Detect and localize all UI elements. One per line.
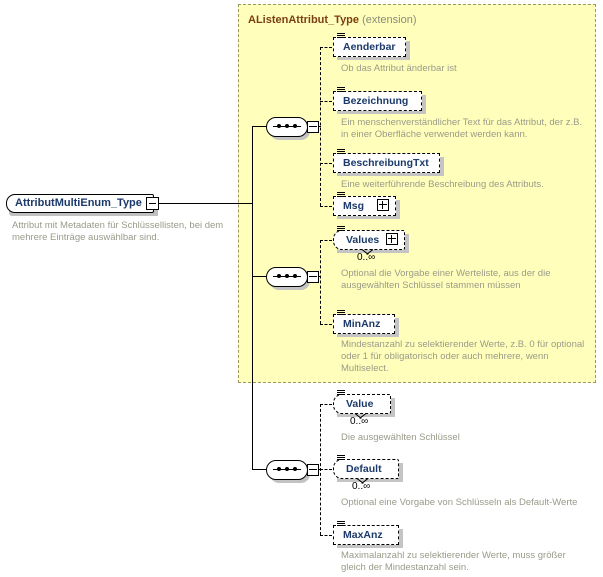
attribute-marker-icon (337, 521, 345, 528)
multiplicity-value: 0..∞ (350, 416, 369, 427)
element-body (333, 91, 422, 111)
compositor-dot (293, 124, 297, 128)
element-description-default: Optional eine Vorgabe von Schlüsseln als… (341, 497, 578, 508)
element-description-minanz: Mindestanzahl zu selektierender Werte, z… (341, 339, 585, 374)
root-node-label: AttributMultiEnum_Type (15, 197, 142, 209)
element-description-value: Die ausgewählten Schlüssel (341, 432, 460, 443)
spine-branch-2 (252, 276, 266, 277)
element-minanz[interactable]: MinAnz (333, 310, 399, 337)
element-body (333, 153, 440, 173)
element-label: MaxAnz (343, 529, 383, 541)
element-maxanz[interactable]: MaxAnz (333, 521, 403, 548)
sequence-compositor-own[interactable] (266, 459, 322, 485)
element-label: Default (346, 463, 382, 475)
spine-branch-3 (252, 469, 266, 470)
element-description-beschreibungtxt: Eine weiterführende Beschreibung des Att… (341, 179, 544, 190)
element-beschreibungtxt[interactable]: BeschreibungTxt (333, 149, 444, 176)
branch-spine-group-2 (320, 240, 321, 324)
compositor-dot (293, 467, 297, 471)
compositor-dot (285, 274, 289, 278)
root-type-node[interactable]: AttributMultiEnum_Type (6, 194, 158, 216)
branch-line-default (320, 469, 332, 470)
compositor-3-outlet (310, 469, 321, 470)
spine-branch-1 (252, 126, 266, 127)
attribute-marker-icon (337, 149, 345, 156)
compositor-connector-box[interactable] (307, 464, 319, 476)
element-label: BeschreibungTxt (343, 157, 429, 169)
compositor-spine (252, 126, 253, 469)
element-description-aenderbar: Ob das Attribut änderbar ist (341, 63, 457, 74)
attribute-marker-icon (337, 33, 345, 40)
branch-line-beschreibungtxt (320, 163, 332, 164)
attribute-marker-icon (337, 390, 345, 397)
element-label: Value (346, 398, 374, 410)
plus-icon[interactable] (386, 233, 398, 245)
sequence-compositor-inherited-1[interactable] (266, 116, 322, 142)
element-description-values: Optional die Vorgabe einer Werteliste, a… (341, 268, 551, 291)
element-body (333, 525, 399, 545)
compositor-connector-box[interactable] (307, 121, 319, 133)
element-value[interactable]: Value (333, 390, 395, 417)
plus-icon[interactable] (377, 199, 389, 211)
extension-panel (238, 4, 596, 383)
minus-icon[interactable] (146, 197, 159, 210)
extension-kind-label: (extension) (362, 14, 417, 26)
element-label: Aenderbar (343, 41, 396, 53)
branch-line-maxanz (320, 535, 332, 536)
extension-panel-title: AListenAttribut_Type (extension) (248, 14, 417, 26)
branch-line-bezeichnung (320, 101, 332, 102)
branch-line-value (320, 404, 332, 405)
attribute-marker-icon (337, 455, 345, 462)
element-description-bezeichnung: Ein menschenverständlicher Text für das … (341, 117, 583, 140)
element-label: Bezeichnung (343, 95, 409, 107)
element-label: Msg (343, 200, 364, 212)
root-connector-line (159, 203, 253, 204)
element-bezeichnung[interactable]: Bezeichnung (333, 87, 426, 114)
compositor-dot (277, 274, 281, 278)
element-label: Values (346, 234, 380, 246)
attribute-marker-icon (337, 192, 345, 199)
branch-line-minanz (320, 324, 332, 325)
compositor-dot (285, 467, 289, 471)
multiplicity-values: 0..∞ (357, 252, 376, 263)
attribute-marker-icon (337, 226, 345, 233)
element-aenderbar[interactable]: Aenderbar (333, 33, 410, 60)
compositor-2-outlet (310, 276, 321, 277)
sequence-compositor-inherited-2[interactable] (266, 266, 322, 292)
compositor-dot (293, 274, 297, 278)
compositor-dot (285, 124, 289, 128)
compositor-dot (277, 467, 281, 471)
element-default[interactable]: Default (333, 455, 403, 482)
attribute-marker-icon (337, 87, 345, 94)
element-description-maxanz: Maximalanzahl zu selektierender Werte, m… (341, 550, 566, 573)
extension-type-name: AListenAttribut_Type (248, 14, 360, 26)
branch-line-msg (320, 206, 332, 207)
compositor-1-outlet (310, 126, 321, 127)
compositor-dot (277, 124, 281, 128)
branch-line-aenderbar (320, 47, 332, 48)
root-node-description: Attribut mit Metadaten für Schlüssellist… (12, 220, 224, 243)
attribute-marker-icon (337, 310, 345, 317)
multiplicity-default: 0..∞ (352, 481, 371, 492)
compositor-connector-box[interactable] (307, 271, 319, 283)
element-msg[interactable]: Msg (333, 192, 400, 219)
element-body (333, 37, 406, 57)
branch-line-values (320, 240, 332, 241)
element-body (333, 314, 395, 334)
element-label: MinAnz (343, 318, 381, 330)
